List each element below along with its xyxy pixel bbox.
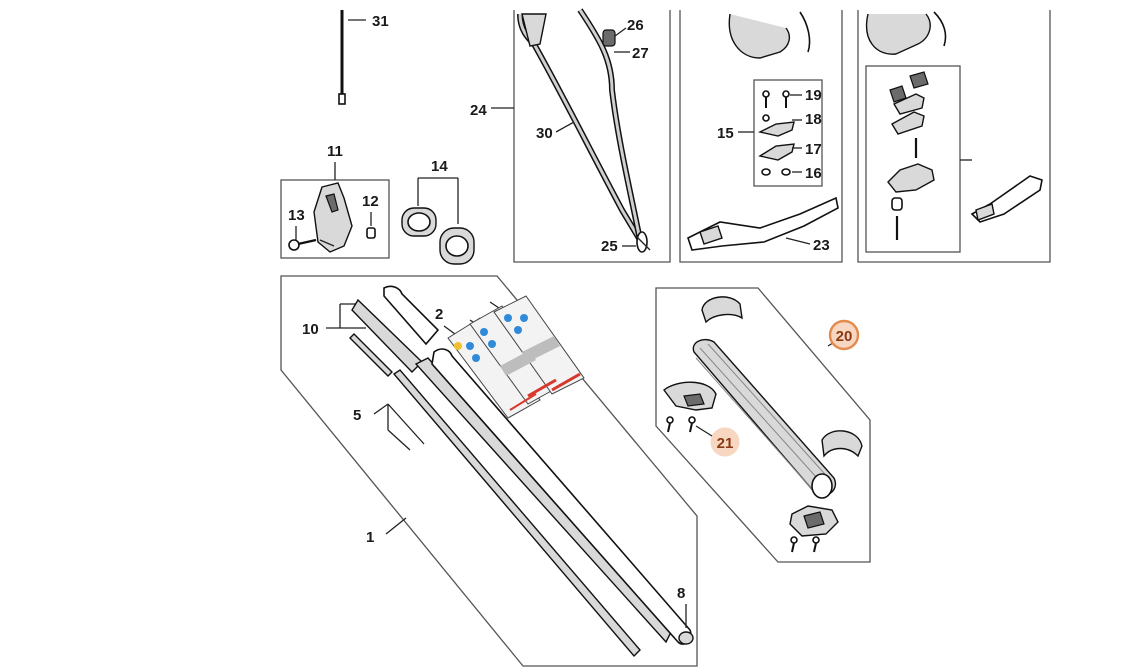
rod-part-31 — [338, 10, 366, 105]
callout-10: 10 — [302, 321, 319, 338]
warning-sticker-icon — [447, 295, 585, 419]
callout-13: 13 — [288, 207, 305, 224]
clip-part-17 — [758, 143, 795, 161]
frame-grip — [655, 287, 871, 563]
callout-11: 11 — [327, 143, 343, 160]
frame-shoulder-strap — [513, 10, 671, 263]
handle-clamp-part-11 — [313, 182, 353, 253]
handle-housing-top-right — [866, 11, 947, 55]
callout-14: 14 — [431, 158, 448, 175]
callout-12: 12 — [362, 193, 379, 210]
callout-16: 16 — [805, 165, 822, 182]
drive-shaft-part-1 — [392, 348, 692, 658]
circle-callout-icon — [710, 427, 740, 457]
callout-31: 31 — [372, 13, 389, 30]
clamp-sleeve-part-14a — [401, 207, 437, 237]
frame-fasteners — [753, 79, 823, 187]
screw-part-19 — [762, 90, 790, 108]
callout-19: 19 — [805, 87, 822, 104]
callout-18: 18 — [805, 111, 822, 128]
callout-20: 20 — [836, 328, 853, 345]
strap-part-30 — [517, 8, 643, 242]
nut-part-16 — [761, 168, 791, 176]
handle-housing-top — [728, 11, 811, 59]
nut-part-12 — [366, 227, 376, 239]
callout-23: 23 — [813, 237, 830, 254]
snap-hook-part-25 — [635, 231, 651, 253]
grip-tube-part-20 — [692, 338, 837, 499]
grip-end-cap-top — [701, 296, 743, 324]
callout-2: 2 — [435, 306, 443, 323]
handle-kit-parts — [887, 71, 935, 240]
callout-27: 27 — [632, 45, 649, 62]
screw-part-13 — [288, 238, 317, 251]
frame-drive-shaft — [280, 275, 698, 667]
loop-handle-part — [970, 175, 1043, 223]
callout-21-badge[interactable]: 21 — [710, 427, 740, 457]
callout-30: 30 — [536, 125, 553, 142]
callout-8: 8 — [677, 585, 685, 602]
frame-handle-kit-inner — [865, 65, 961, 253]
callout-24: 24 — [470, 102, 487, 119]
grip-half-shell-bottom — [789, 505, 839, 537]
clamp-sleeve-part-14b — [439, 227, 475, 265]
frame-handlebar — [679, 10, 843, 263]
callout-26: 26 — [627, 17, 644, 34]
callout-1: 1 — [366, 529, 374, 546]
grip-half-shell-left — [663, 381, 717, 411]
callout-15: 15 — [717, 125, 734, 142]
grip-end-cap-right — [821, 430, 863, 458]
callout-25: 25 — [601, 238, 618, 255]
callout-20-badge[interactable]: 20 — [828, 319, 860, 351]
clip-part-18 — [757, 114, 795, 137]
frame-handle-kit — [857, 10, 1051, 263]
callout-17: 17 — [805, 141, 822, 158]
callout-5: 5 — [353, 407, 361, 424]
tube-part-10 — [349, 285, 440, 377]
screw-part-21 — [666, 416, 820, 553]
cap-part-8 — [678, 631, 694, 645]
callout-21: 21 — [717, 435, 734, 452]
handlebar-part-23 — [687, 196, 839, 251]
circle-callout-icon — [828, 319, 860, 351]
buckle-part-26 — [602, 29, 616, 47]
